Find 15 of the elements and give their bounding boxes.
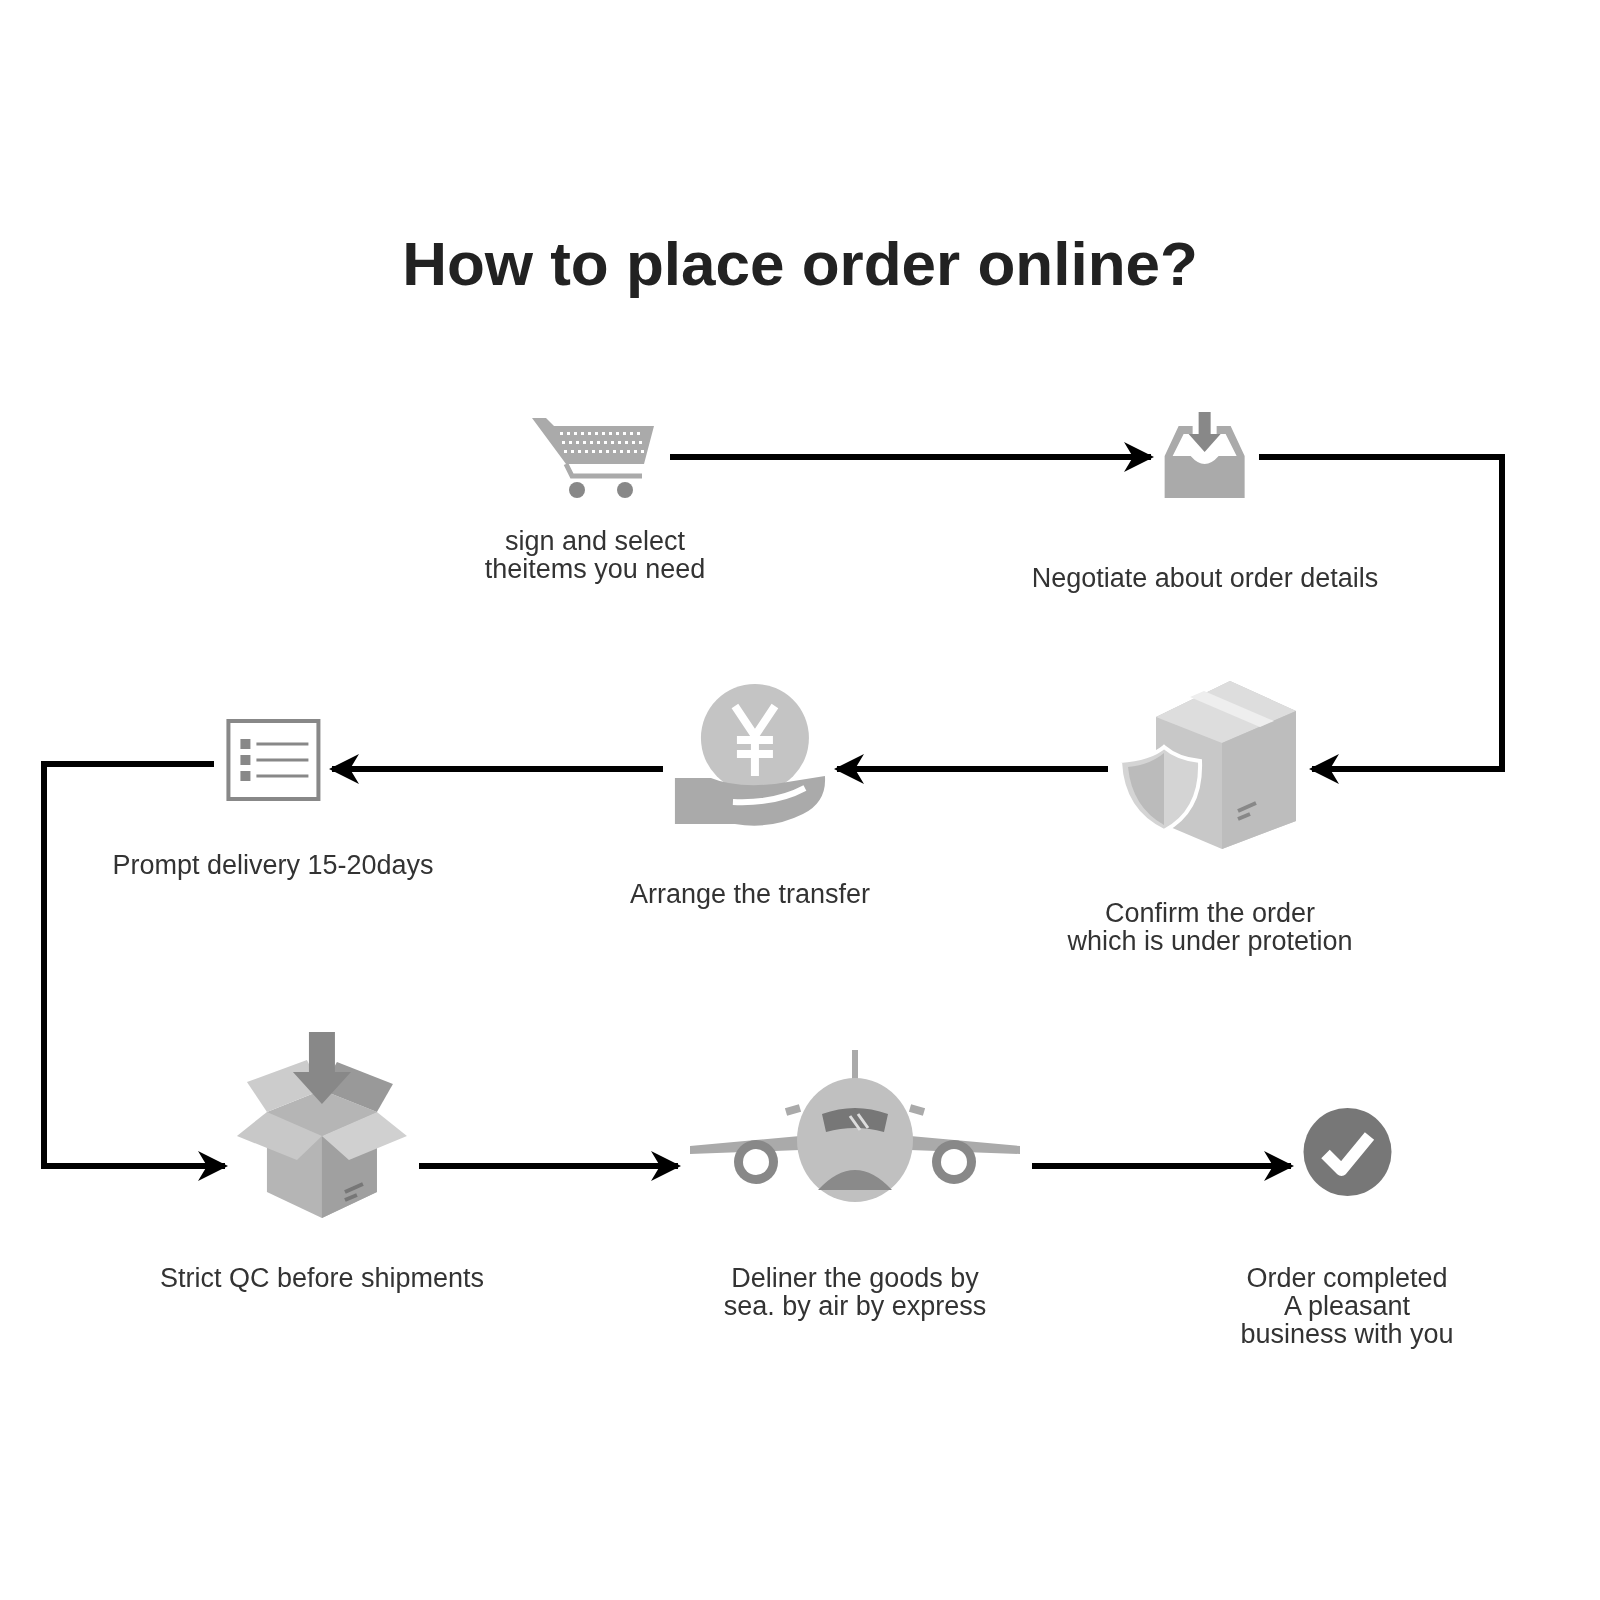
step-caption: Prompt delivery 15-20days [112, 851, 434, 879]
step-caption: sign and select theitems you need [483, 527, 707, 583]
title: How to place order online? [401, 228, 1199, 299]
step-caption: Arrange the transfer [629, 880, 871, 908]
arrow [1032, 1151, 1294, 1181]
step-caption: Confirm the order which is under protetion [1066, 899, 1354, 955]
step-caption: Strict QC before shipments [159, 1264, 485, 1292]
arrow [41, 761, 228, 1181]
step-caption: Deliner the goods by sea. by air by express [722, 1264, 988, 1320]
arrow [329, 754, 663, 784]
step-caption: Negotiate about order details [1031, 564, 1379, 592]
arrow [419, 1151, 681, 1181]
step-caption: Order completed A pleasant business with you [1239, 1264, 1455, 1348]
arrow [834, 754, 1108, 784]
arrow [670, 442, 1154, 472]
